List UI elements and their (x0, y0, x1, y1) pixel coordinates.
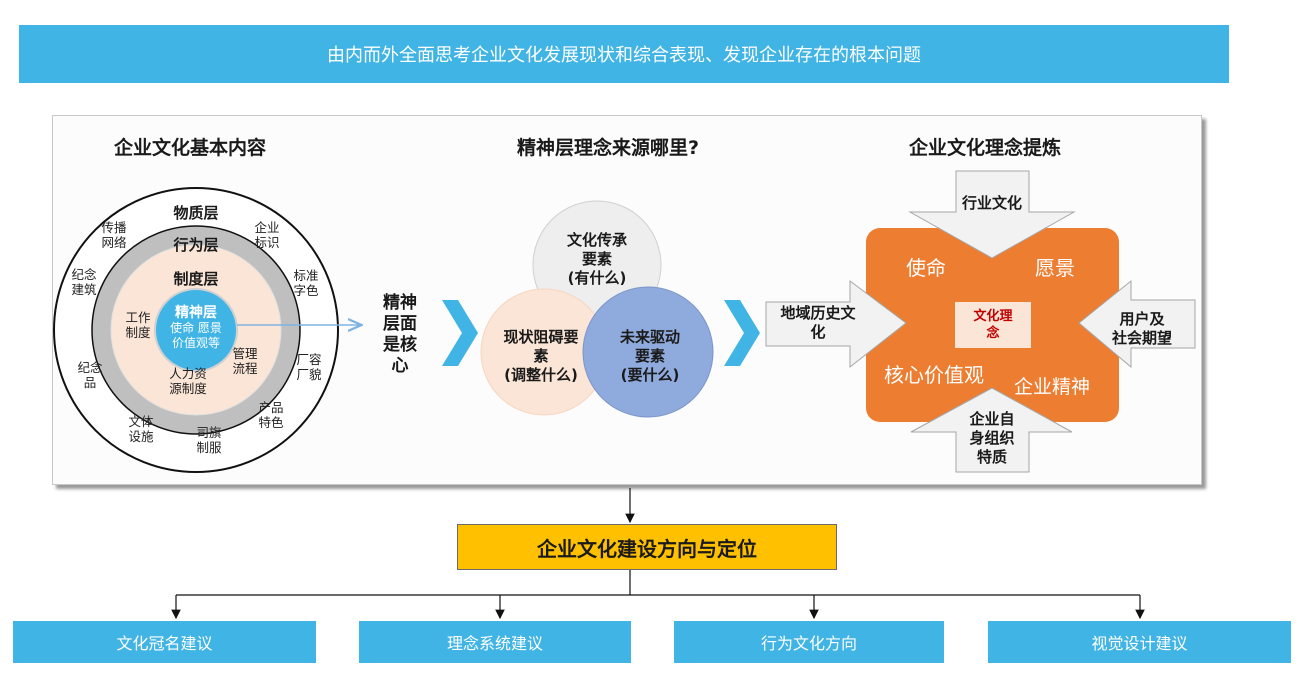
chevron-arrow-2 (724, 300, 760, 366)
outer-item-memorial-building: 纪念建筑 (71, 267, 97, 297)
chevron-arrow-1 (442, 300, 478, 366)
quadrant-enterprise-spirit: 企业精神 (1014, 376, 1091, 398)
arrow-label-regional-history: 地域历史文化 (780, 304, 856, 341)
layer-label-spirit: 精神层 (175, 305, 217, 321)
quadrant-core-values: 核心价值观 (884, 363, 984, 387)
outer-item-logo: 企业标识 (254, 220, 280, 250)
section-title-spirit-source: 精神层理念来源哪里? (516, 137, 700, 159)
venn-text-drivers: 未来驱动要素(要什么) (619, 328, 680, 384)
output-behavior-culture: 行为文化方向 (674, 621, 944, 663)
arrow-top (908, 170, 1076, 259)
inner-item-hr-system: 人力资源制度 (169, 366, 207, 396)
output-culture-naming: 文化冠名建议 (13, 621, 316, 663)
culture-concept-core: 文化理念 (955, 302, 1031, 348)
outer-item-plant-appearance: 厂容厂貌 (296, 352, 322, 382)
outer-item-sports-facilities: 文体设施 (128, 414, 154, 444)
arrow-bottom (910, 387, 1073, 473)
output-visual-design: 视觉设计建议 (988, 621, 1291, 663)
section-title-refinement: 企业文化理念提炼 (908, 137, 1061, 159)
outer-item-standard-colors: 标准字色 (293, 268, 319, 298)
spirit-core-line-2: 价值观等 (171, 336, 220, 350)
header-banner: 由内而外全面思考企业文化发展现状和综合表现、发现企业存在的根本问题 (19, 25, 1229, 83)
venn-circle-drivers (582, 286, 714, 418)
spirit-core-vertical-label: 精神层面是核心 (383, 293, 417, 376)
positioning-box: 企业文化建设方向与定位 (457, 524, 837, 570)
arrow-label-industry-culture: 行业文化 (961, 194, 1022, 212)
outer-item-communication: 传播网络 (101, 220, 127, 250)
arrow-label-user-expectation: 用户及社会期望 (1111, 310, 1172, 347)
inner-item-management-process: 管理流程 (232, 346, 258, 376)
venn-text-obstacles: 现状阻碍要素(调整什么) (503, 328, 579, 384)
quadrant-vision: 愿景 (1035, 256, 1075, 280)
venn-text-heritage: 文化传承要素(有什么) (566, 231, 627, 287)
arrow-left (765, 280, 907, 369)
layer-label-behavior: 行为层 (173, 236, 219, 254)
section-title-basic-content: 企业文化基本内容 (113, 137, 266, 159)
arrow-right (1078, 279, 1196, 369)
outer-item-product-features: 产品特色 (258, 400, 284, 430)
layer-label-system: 制度层 (173, 270, 219, 288)
spirit-core-line-1: 使命 愿景 (170, 321, 222, 335)
arrow-label-org-traits: 企业自身组织特质 (969, 410, 1015, 466)
layer-label-material: 物质层 (173, 204, 219, 222)
outer-item-flag-uniform: 司旗制服 (196, 425, 222, 455)
outer-item-souvenirs: 纪念品 (77, 360, 103, 390)
output-concept-system: 理念系统建议 (359, 621, 631, 663)
spirit-layer-core (154, 288, 238, 372)
inner-item-work-system: 工作制度 (125, 310, 151, 340)
quadrant-mission: 使命 (906, 256, 946, 280)
